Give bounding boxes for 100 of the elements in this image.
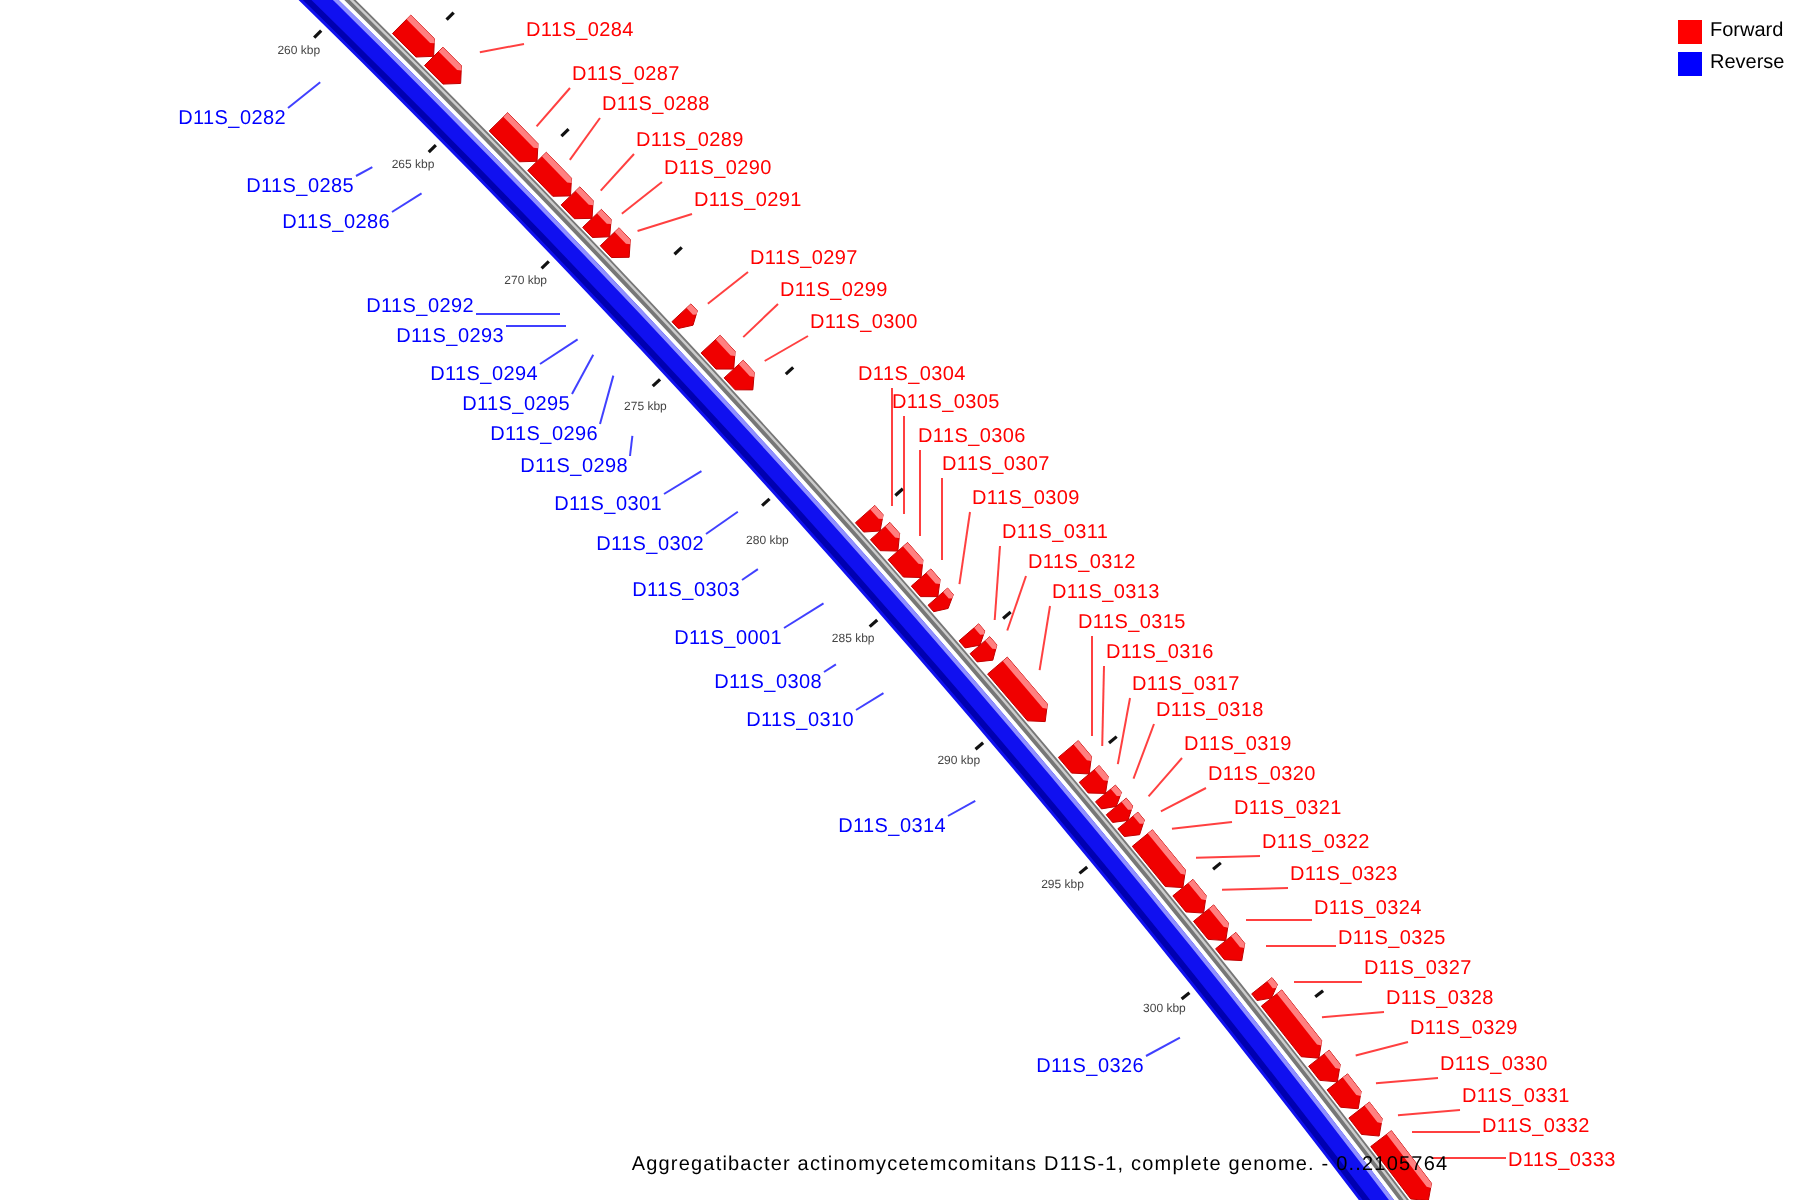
gene-label: D11S_0309: [972, 488, 1080, 512]
leader-line: [539, 338, 579, 365]
gene-label: D11S_0328: [1386, 988, 1494, 1012]
gene-label: D11S_0302: [596, 534, 704, 558]
leader-line: [783, 602, 825, 629]
leader-line: [1221, 887, 1289, 891]
gene-label: D11S_0284: [526, 20, 634, 44]
gene-label: D11S_0306: [918, 426, 1026, 450]
leader-line: [763, 335, 809, 362]
gene-label: D11S_0318: [1156, 700, 1264, 724]
gene-label: D11S_0285: [246, 176, 354, 200]
gene-label: D11S_0292: [366, 296, 474, 320]
gene-label: D11S_0310: [746, 710, 854, 734]
leader-line: [1170, 821, 1233, 830]
gene-label: D11S_0320: [1208, 764, 1316, 788]
leader-line: [1245, 919, 1313, 921]
gene-label: D11S_0296: [490, 424, 598, 448]
leader-line: [919, 449, 921, 537]
gene-label: D11S_0321: [1234, 798, 1342, 822]
gene-label: D11S_0308: [714, 672, 822, 696]
leader-line: [742, 303, 779, 339]
legend-label: Forward: [1710, 20, 1784, 44]
gene-label: D11S_0316: [1106, 642, 1214, 666]
gene-label: D11S_0297: [750, 248, 858, 272]
gene-label: D11S_0313: [1052, 582, 1160, 606]
gene-label: D11S_0305: [892, 392, 1000, 416]
leader-line: [1265, 945, 1337, 947]
gene-label: D11S_0314: [838, 816, 946, 840]
leader-line: [891, 387, 893, 507]
leader-line: [620, 181, 663, 215]
leader-line: [1145, 1036, 1181, 1057]
gene-label: D11S_0323: [1290, 864, 1398, 888]
leader-line: [947, 799, 977, 817]
gene-label: D11S_0286: [282, 212, 390, 236]
gene-label: D11S_0317: [1132, 674, 1240, 698]
leader-line: [1101, 665, 1105, 747]
leader-line: [1320, 1011, 1385, 1019]
leader-line: [287, 81, 322, 109]
leader-line: [1091, 635, 1093, 737]
leader-line: [958, 511, 971, 586]
gene-label: D11S_0319: [1184, 734, 1292, 758]
leader-line: [629, 434, 634, 457]
gene-label: D11S_0289: [636, 130, 744, 154]
leader-line: [1116, 697, 1131, 766]
leader-line: [903, 415, 905, 515]
leader-line: [1431, 1157, 1507, 1159]
gene-label: D11S_0333: [1508, 1150, 1616, 1174]
gene-label: D11S_0315: [1078, 612, 1186, 636]
gene-label: D11S_0329: [1410, 1018, 1518, 1042]
gene-label: D11S_0324: [1314, 898, 1422, 922]
leader-line: [705, 510, 739, 535]
leader-line: [478, 43, 525, 54]
leader-line: [1374, 1077, 1439, 1085]
leader-line: [1411, 1131, 1481, 1133]
leader-line: [1132, 723, 1155, 780]
leader-line: [1354, 1041, 1409, 1057]
leader-line: [941, 477, 943, 561]
gene-label: D11S_0325: [1338, 928, 1446, 952]
leader-line: [663, 470, 703, 495]
leader-line: [571, 353, 595, 395]
gene-label: D11S_0312: [1028, 552, 1136, 576]
gene-label: D11S_0330: [1440, 1054, 1548, 1078]
leader-line: [1396, 1109, 1461, 1117]
gene-label: D11S_0287: [572, 64, 680, 88]
gene-label: D11S_0290: [664, 158, 772, 182]
leader-line: [1293, 981, 1363, 983]
gene-label: D11S_0300: [810, 312, 918, 336]
leader-line: [505, 325, 567, 327]
gene-label: D11S_0332: [1482, 1116, 1590, 1140]
leader-line: [475, 313, 561, 315]
gene-label: D11S_0288: [602, 94, 710, 118]
gene-label: D11S_0303: [632, 580, 740, 604]
gene-label: D11S_0299: [780, 280, 888, 304]
leader-line: [1147, 757, 1183, 798]
leader-line: [636, 213, 693, 232]
caption: Aggregatibacter actinomycetemcomitans D11S-1, complete genome. - 0..2105764: [631, 1154, 1449, 1178]
leader-line: [599, 153, 635, 192]
leader-line: [355, 166, 374, 177]
leader-line: [391, 192, 423, 213]
leader-line: [535, 87, 571, 128]
gene-label: D11S_0322: [1262, 832, 1370, 856]
leader-line: [706, 271, 749, 305]
leader-line: [855, 692, 885, 711]
gene-label: D11S_0291: [694, 190, 802, 214]
gene-label: D11S_0326: [1036, 1056, 1144, 1080]
gene-label: D11S_0311: [1002, 522, 1109, 546]
leader-line: [993, 545, 1001, 622]
gene-label: D11S_0293: [396, 326, 504, 350]
leader-line: [1159, 787, 1207, 813]
leader-line: [599, 374, 615, 425]
leader-line: [741, 568, 759, 581]
gene-label: D11S_0304: [858, 364, 966, 388]
gene-label: D11S_0327: [1364, 958, 1472, 982]
gene-label: D11S_0282: [178, 108, 286, 132]
gene-label: D11S_0301: [554, 494, 662, 518]
gene-label: D11S_0294: [430, 364, 538, 388]
gene-label: D11S_0307: [942, 454, 1050, 478]
leader-line: [823, 663, 837, 673]
gene-label: D11S_0331: [1462, 1086, 1570, 1110]
gene-label: D11S_0295: [462, 394, 570, 418]
